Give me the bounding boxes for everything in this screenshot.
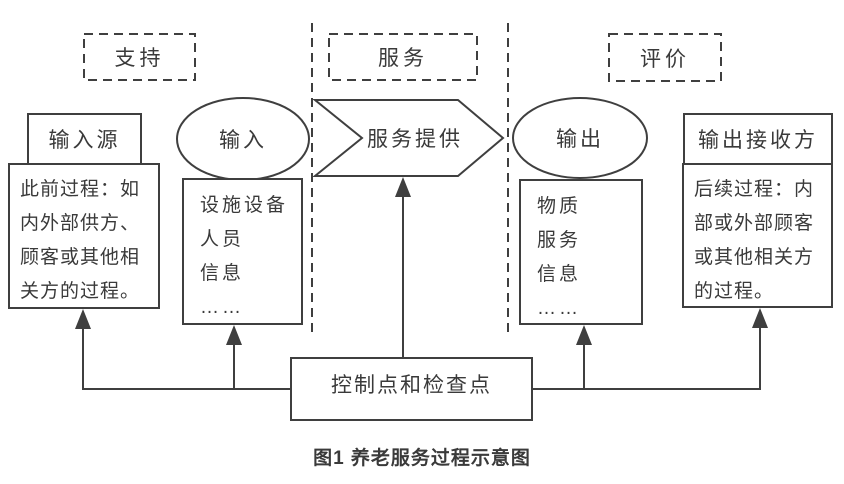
arrow-control-to-service-head xyxy=(395,177,411,197)
output-receiver-body-box: 后续过程：内 部或外部顾客 或其他相关方 的过程。 xyxy=(682,163,833,308)
evaluation-dashed-box xyxy=(608,33,722,82)
arrow-control-to-input-items-head xyxy=(226,325,242,345)
arrow-control-to-input-source-line xyxy=(82,328,291,390)
arrow-control-to-output-receiver-head xyxy=(752,308,768,328)
support-dashed-box xyxy=(83,33,196,81)
output-ellipse-shape xyxy=(512,97,648,179)
arrow-control-to-output-items-head xyxy=(576,325,592,345)
input-ellipse-label: 输入 xyxy=(219,129,267,152)
service-lane-label: 服务 xyxy=(378,47,428,70)
arrow-control-to-output-receiver-line xyxy=(532,328,761,390)
input-items-box: 设施设备 人员 信息 …… xyxy=(182,178,303,325)
control-points-box: 控制点和检查点 xyxy=(290,357,533,421)
arrow-control-to-input-source-head xyxy=(75,309,91,329)
support-lane-label: 支持 xyxy=(114,47,165,70)
output-ellipse-label: 输出 xyxy=(556,128,604,151)
service-provision-chevron-shape xyxy=(312,99,505,177)
output-receiver-title-box: 输出接收方 xyxy=(683,113,833,165)
evaluation-lane-label: 评价 xyxy=(640,47,690,71)
service-dashed-box xyxy=(328,33,478,81)
input-source-title-box: 输入源 xyxy=(27,113,142,165)
output-items-box: 物质 服务 信息 …… xyxy=(519,179,643,325)
figure-caption: 图1 养老服务过程示意图 xyxy=(313,448,531,469)
input-source-body-box: 此前过程：如 内外部供方、 顾客或其他相 关方的过程。 xyxy=(8,163,160,309)
service-provision-label: 服务提供 xyxy=(367,128,463,151)
